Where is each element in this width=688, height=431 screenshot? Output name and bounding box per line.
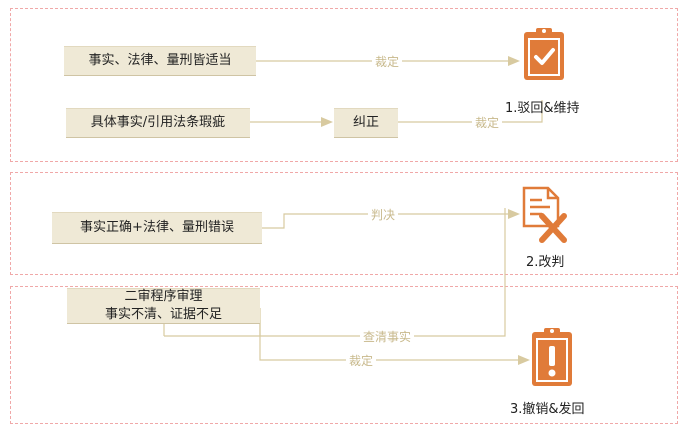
connector-label-ruling: 裁定 xyxy=(472,114,503,131)
box-facts-correct-law-sentence-wrong: 事实正确+法律、量刑错误 xyxy=(52,212,262,244)
box-facts-law-sentence-appropriate: 事实、法律、量刑皆适当 xyxy=(64,46,256,76)
connector-line xyxy=(398,100,543,123)
clipboard-exclamation-icon xyxy=(532,328,572,386)
box-second-instance-facts-unclear: 二审程序审理 事实不清、证据不足 xyxy=(67,288,260,324)
box-correct: 纠正 xyxy=(334,108,398,138)
result-revoke-remand: 3.撤销&发回 xyxy=(510,402,585,417)
section-dismiss-uphold xyxy=(10,8,678,162)
connector-line xyxy=(259,320,520,361)
arrowhead xyxy=(518,355,530,365)
section-revise-judgment xyxy=(10,172,678,275)
box-line: 二审程序审理 xyxy=(124,289,203,305)
document-x-icon xyxy=(522,186,567,243)
result-dismiss-uphold: 1.驳回&维持 xyxy=(505,101,580,116)
connector-line xyxy=(259,208,506,337)
connector-label-ruling: 裁定 xyxy=(346,352,377,369)
arrowhead xyxy=(508,56,520,66)
connector-label-judgment: 判决 xyxy=(368,206,399,223)
arrowhead xyxy=(508,209,520,219)
arrowhead xyxy=(321,117,333,127)
result-revise-judgment: 2.改判 xyxy=(526,255,565,270)
connector-label-ruling: 裁定 xyxy=(372,53,403,70)
box-line: 事实不清、证据不足 xyxy=(104,307,222,322)
section-remand xyxy=(10,286,678,424)
clipboard-check-icon xyxy=(524,28,564,80)
connector-label-clarify-facts: 查清事实 xyxy=(360,328,415,345)
box-specific-facts-statute-flaw: 具体事实/引用法条瑕疵 xyxy=(66,108,250,138)
